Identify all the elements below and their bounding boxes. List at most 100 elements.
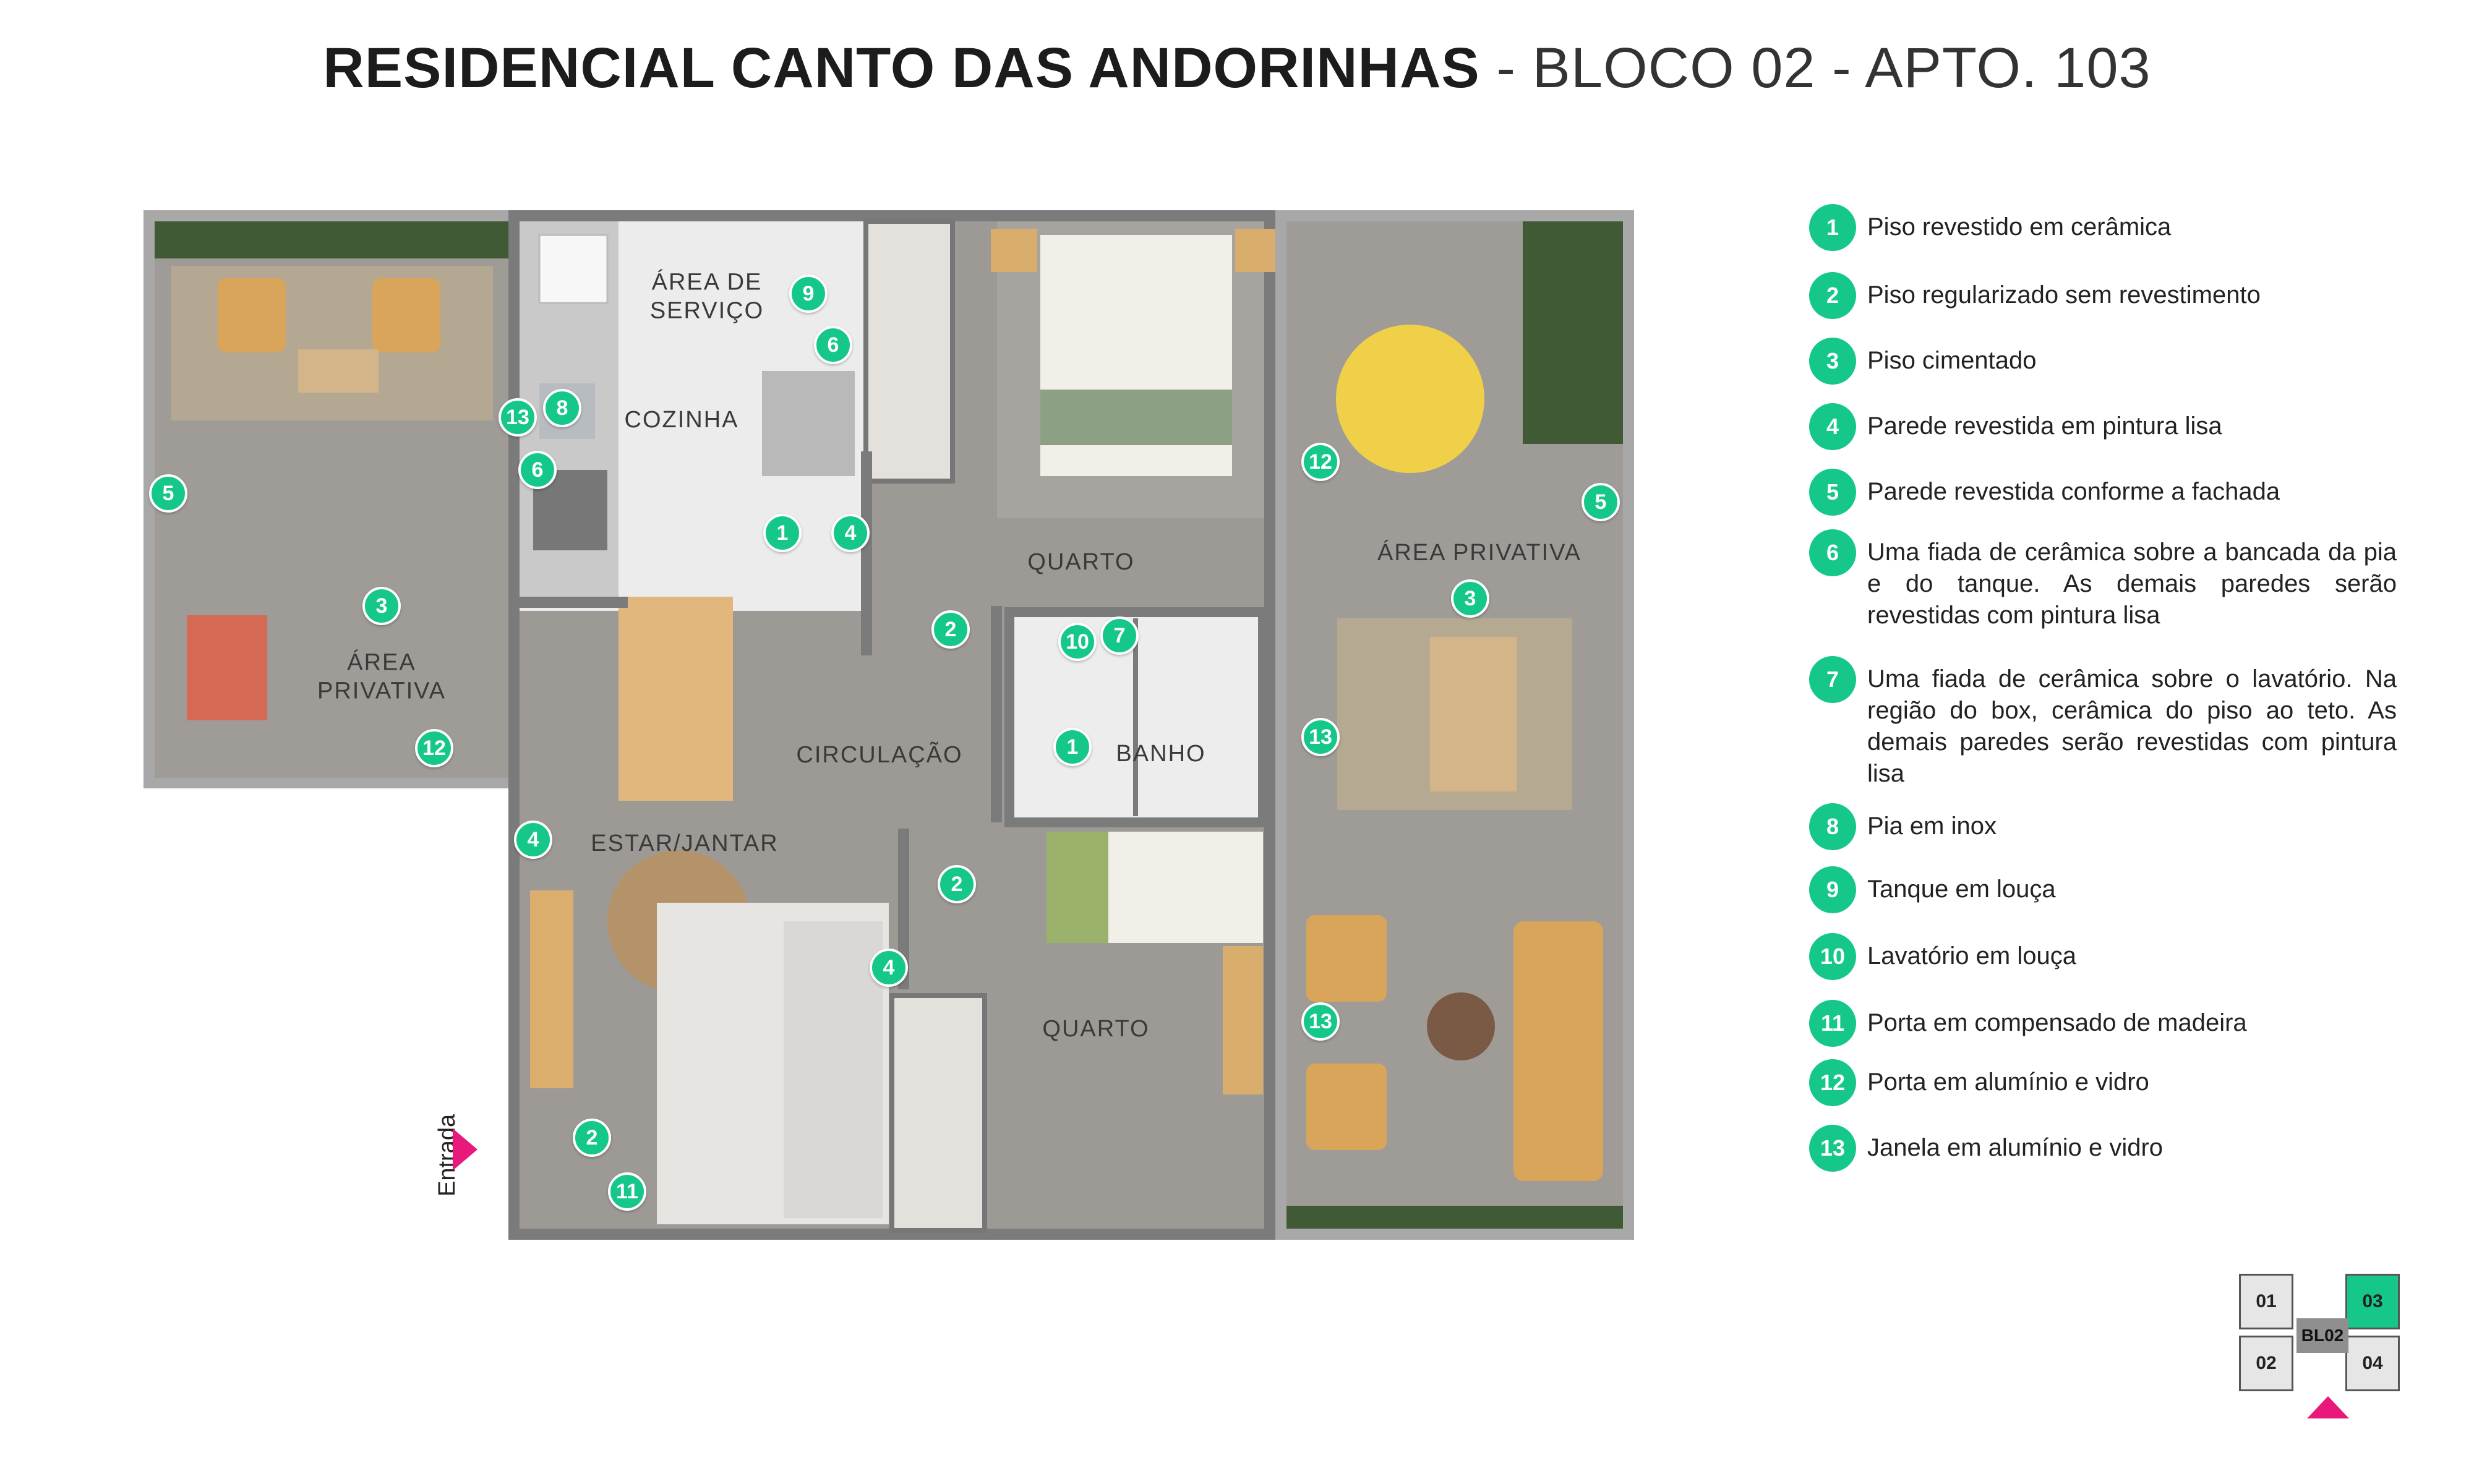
- marker: 4: [831, 514, 870, 552]
- legend-text: Piso regularizado sem revestimento: [1867, 281, 2261, 309]
- bed-top-blanket: [1040, 390, 1232, 445]
- unit-03-highlighted: 03: [2345, 1274, 2400, 1329]
- entrance-indicator: Entrada: [421, 1094, 477, 1200]
- floor-plan: ÁREA DE SERVIÇO COZINHA QUARTO ÁREA PRIV…: [143, 210, 1634, 1240]
- legend-number: 9: [1809, 866, 1856, 913]
- legend-number: 5: [1809, 469, 1856, 516]
- washing-machine: [538, 234, 609, 304]
- fire-pit: [1427, 992, 1495, 1060]
- room-label-area-servico: ÁREA DE SERVIÇO: [649, 269, 764, 323]
- outdoor-table: [1430, 637, 1517, 791]
- legend-text: Parede revestida conforme a fachada: [1867, 478, 2280, 505]
- legend-text: Uma fiada de cerâmica sobre o lavatório.…: [1867, 665, 2397, 787]
- marker: 12: [1301, 443, 1340, 481]
- wall-bathroom-left: [991, 606, 1002, 822]
- wall-kitchen: [520, 597, 628, 608]
- legend-number: 6: [1809, 529, 1856, 576]
- marker: 2: [931, 610, 970, 649]
- legend-item: 9 Tanque em louça: [1809, 866, 2397, 913]
- marker: 11: [608, 1172, 646, 1211]
- left-coffee-table: [298, 349, 379, 393]
- legend-item: 6 Uma fiada de cerâmica sobre a bancada …: [1809, 529, 2397, 631]
- wall-circulation-top: [861, 451, 872, 655]
- marker: 12: [415, 729, 453, 767]
- room-label-area-privativa-right: ÁREA PRIVATIVA: [1377, 540, 1582, 566]
- right-patio-hedge: [1286, 1206, 1623, 1229]
- marker: 10: [1058, 623, 1097, 661]
- outdoor-armchair-1: [1306, 915, 1387, 1002]
- legend-text: Porta em alumínio e vidro: [1867, 1068, 2149, 1096]
- marker: 9: [789, 275, 828, 313]
- left-bench: [187, 615, 267, 720]
- block-core: BL02: [2296, 1318, 2348, 1353]
- legend-text: Pia em inox: [1867, 812, 1997, 840]
- legend-text: Tanque em louça: [1867, 876, 2056, 903]
- room-label-estar-jantar: ESTAR/JANTAR: [591, 830, 779, 857]
- tv-stand: [530, 890, 573, 1088]
- title-bold: RESIDENCIAL CANTO DAS ANDORINHAS: [323, 36, 1480, 100]
- refrigerator: [762, 371, 855, 476]
- legend-number: 12: [1809, 1059, 1856, 1106]
- marker: 5: [1582, 483, 1620, 521]
- legend-item: 5 Parede revestida conforme a fachada: [1809, 469, 2397, 516]
- desk: [1223, 946, 1263, 1094]
- room-label-quarto-bottom: QUARTO: [1042, 1016, 1150, 1043]
- wardrobe-bottom: [889, 993, 987, 1233]
- ball-pit: [1336, 325, 1484, 473]
- marker: 4: [514, 821, 552, 859]
- legend-item: 7 Uma fiada de cerâmica sobre o lavatóri…: [1809, 656, 2397, 790]
- legend-number: 11: [1809, 1000, 1856, 1047]
- room-label-quarto-top: QUARTO: [1027, 549, 1135, 576]
- sofa: [784, 921, 883, 1218]
- legend-item: 11 Porta em compensado de madeira: [1809, 1000, 2397, 1047]
- room-label-area-privativa-left: ÁREA PRIVATIVA: [317, 649, 447, 704]
- left-armchair-2: [372, 278, 440, 352]
- title-light: - BLOCO 02 - APTO. 103: [1479, 36, 2151, 100]
- bed-bottom-blanket: [1047, 832, 1108, 943]
- legend-number: 2: [1809, 272, 1856, 319]
- legend-text: Janela em alumínio e vidro: [1867, 1134, 2164, 1161]
- legend-number: 3: [1809, 338, 1856, 385]
- outdoor-sofa: [1513, 921, 1603, 1181]
- marker: 5: [149, 474, 187, 513]
- wall-circulation-bottom: [898, 829, 909, 989]
- right-patio-plants: [1523, 221, 1623, 444]
- legend-number: 8: [1809, 803, 1856, 850]
- unit-04: 04: [2345, 1336, 2400, 1391]
- legend-item: 10 Lavatório em louça: [1809, 933, 2397, 980]
- nightstand-1: [991, 229, 1037, 272]
- left-patio-hedge: [155, 221, 508, 258]
- marker: 1: [763, 514, 802, 552]
- marker: 7: [1100, 616, 1139, 655]
- marker: 6: [518, 451, 557, 489]
- legend-item: 13 Janela em alumínio e vidro: [1809, 1125, 2397, 1172]
- legend-item: 4 Parede revestida em pintura lisa: [1809, 403, 2397, 450]
- marker: 3: [362, 587, 401, 625]
- page-title: RESIDENCIAL CANTO DAS ANDORINHAS - BLOCO…: [0, 36, 2474, 101]
- legend-text: Porta em compensado de madeira: [1867, 1009, 2247, 1036]
- outdoor-armchair-2: [1306, 1064, 1387, 1150]
- legend: 1 Piso revestido em cerâmica 2 Piso regu…: [1809, 204, 2397, 1172]
- entrance-arrow-icon: [453, 1128, 477, 1171]
- legend-text: Piso revestido em cerâmica: [1867, 213, 2172, 241]
- legend-text: Parede revestida em pintura lisa: [1867, 412, 2222, 440]
- left-armchair-1: [218, 278, 286, 352]
- marker: 6: [814, 326, 852, 364]
- legend-number: 1: [1809, 204, 1856, 251]
- room-label-circulacao: CIRCULAÇÃO: [796, 742, 963, 769]
- legend-item: 1 Piso revestido em cerâmica: [1809, 204, 2397, 251]
- nightstand-2: [1235, 229, 1282, 272]
- legend-number: 7: [1809, 656, 1856, 703]
- room-label-banho: BANHO: [1116, 741, 1206, 767]
- legend-item: 2 Piso regularizado sem revestimento: [1809, 272, 2397, 319]
- marker: 2: [573, 1119, 611, 1157]
- bathroom-partition: [1133, 618, 1138, 816]
- dining-table: [618, 597, 733, 801]
- legend-text: Uma fiada de cerâmica sobre a bancada da…: [1867, 539, 2397, 629]
- legend-item: 3 Piso cimentado: [1809, 338, 2397, 385]
- legend-number: 4: [1809, 403, 1856, 450]
- legend-number: 10: [1809, 933, 1856, 980]
- marker: 1: [1053, 728, 1092, 766]
- marker: 8: [543, 389, 581, 427]
- room-label-cozinha: COZINHA: [624, 407, 739, 433]
